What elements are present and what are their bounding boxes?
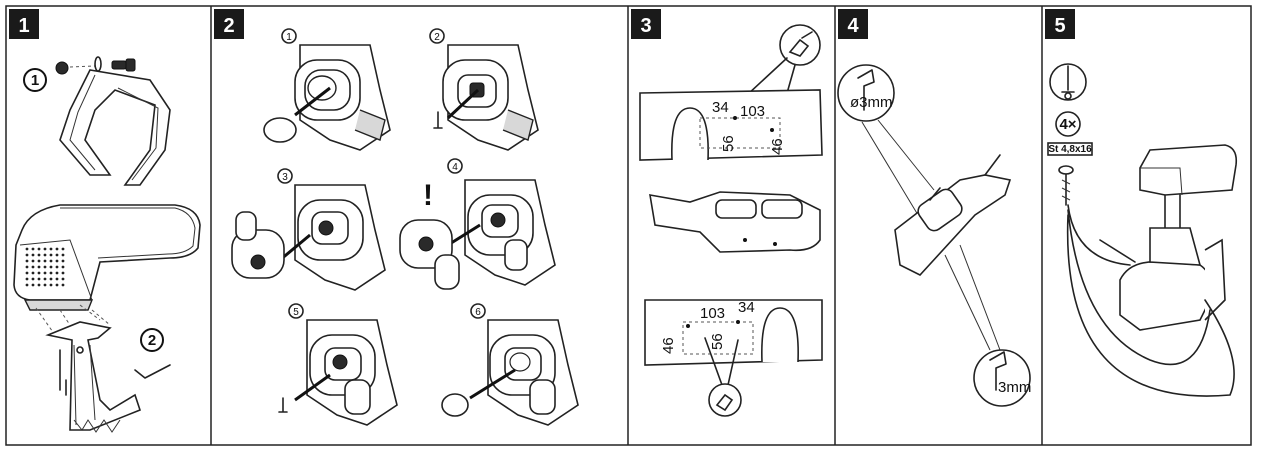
substep-3: 3 xyxy=(231,168,386,291)
svg-text:3mm: 3mm xyxy=(998,379,1031,396)
guide-lines-top xyxy=(861,119,935,216)
svg-text:2: 2 xyxy=(148,332,156,349)
bracket-part xyxy=(59,69,171,186)
screw-spec-label: St 4,8x16 xyxy=(1047,142,1093,156)
svg-text:ø3mm: ø3mm xyxy=(850,94,893,111)
hex-key-icon xyxy=(134,364,171,379)
svg-text:St 4,8x16: St 4,8x16 xyxy=(1048,144,1092,155)
substep-1: 1 xyxy=(263,28,391,151)
svg-text:5: 5 xyxy=(1054,15,1065,37)
panel-4: ø3mm 3mm xyxy=(837,64,1031,407)
armrest-unit xyxy=(13,204,201,311)
svg-text:1: 1 xyxy=(31,72,39,89)
panel-5: 4× St 4,8x16 xyxy=(1047,63,1238,397)
svg-text:2: 2 xyxy=(223,15,234,37)
drill-magnifier-bottom xyxy=(704,337,742,417)
panel-2: 1 2 3 xyxy=(231,28,579,426)
svg-text:103: 103 xyxy=(740,103,765,120)
screw-icon xyxy=(1058,165,1074,206)
svg-text:!: ! xyxy=(423,179,433,212)
svg-text:4×: 4× xyxy=(1059,116,1076,133)
callout-circle-2: 2 xyxy=(140,328,164,352)
substep-4: 4 xyxy=(399,158,556,290)
svg-text:2: 2 xyxy=(434,32,440,43)
screwdriver-magnifier xyxy=(1049,63,1087,101)
substep-6: 6 xyxy=(441,303,579,426)
console-angled xyxy=(894,154,1012,276)
svg-text:103: 103 xyxy=(700,305,725,322)
svg-text:1: 1 xyxy=(286,32,292,43)
svg-text:4: 4 xyxy=(847,15,859,37)
svg-text:56: 56 xyxy=(709,333,726,350)
pointer-line-1 xyxy=(1067,204,1131,266)
svg-text:3: 3 xyxy=(282,172,288,183)
step-label-4: 4 xyxy=(838,9,868,39)
step-label-2: 2 xyxy=(214,9,244,39)
console-profile-top: 34 103 56 46 xyxy=(639,89,823,161)
armrest-installed xyxy=(1119,144,1238,331)
washer-icon xyxy=(94,56,102,72)
svg-text:34: 34 xyxy=(738,299,755,316)
guide-lines-bottom xyxy=(944,244,1001,351)
svg-text:5: 5 xyxy=(293,307,299,318)
drill-magnifier-top xyxy=(732,24,821,126)
console-part-middle xyxy=(649,191,821,253)
svg-text:46: 46 xyxy=(660,337,677,354)
panel-1: 1 xyxy=(13,56,201,433)
svg-text:1: 1 xyxy=(18,15,29,37)
pointer-line-4 xyxy=(1099,239,1136,263)
panel-3: 34 103 56 46 103 34 56 46 xyxy=(639,24,823,417)
pointer-line-2 xyxy=(1067,209,1211,366)
svg-text:56: 56 xyxy=(720,135,737,152)
svg-text:6: 6 xyxy=(475,307,481,318)
svg-text:4: 4 xyxy=(452,162,458,173)
drill-bit-magnifier-bottom: 3mm xyxy=(973,349,1031,407)
count-badge: 4× xyxy=(1055,111,1081,137)
warning-icon: ! xyxy=(423,179,433,212)
nut-icon xyxy=(55,61,69,75)
mount-bracket xyxy=(45,321,141,433)
substep-5: 5 xyxy=(278,303,398,426)
pointer-line-3 xyxy=(1066,214,1235,397)
callout-circle-1: 1 xyxy=(23,68,47,92)
bolt-icon xyxy=(111,58,136,72)
drill-bit-magnifier-top: ø3mm xyxy=(837,64,895,122)
console-profile-bottom: 103 34 56 46 xyxy=(644,299,823,366)
step-label-1: 1 xyxy=(9,9,39,39)
assembly-line xyxy=(69,65,96,68)
step-label-5: 5 xyxy=(1045,9,1075,39)
svg-text:34: 34 xyxy=(712,99,729,116)
svg-text:3: 3 xyxy=(640,15,651,37)
step-label-3: 3 xyxy=(631,9,661,39)
substep-2: 2 xyxy=(429,28,539,151)
svg-text:46: 46 xyxy=(769,138,786,155)
